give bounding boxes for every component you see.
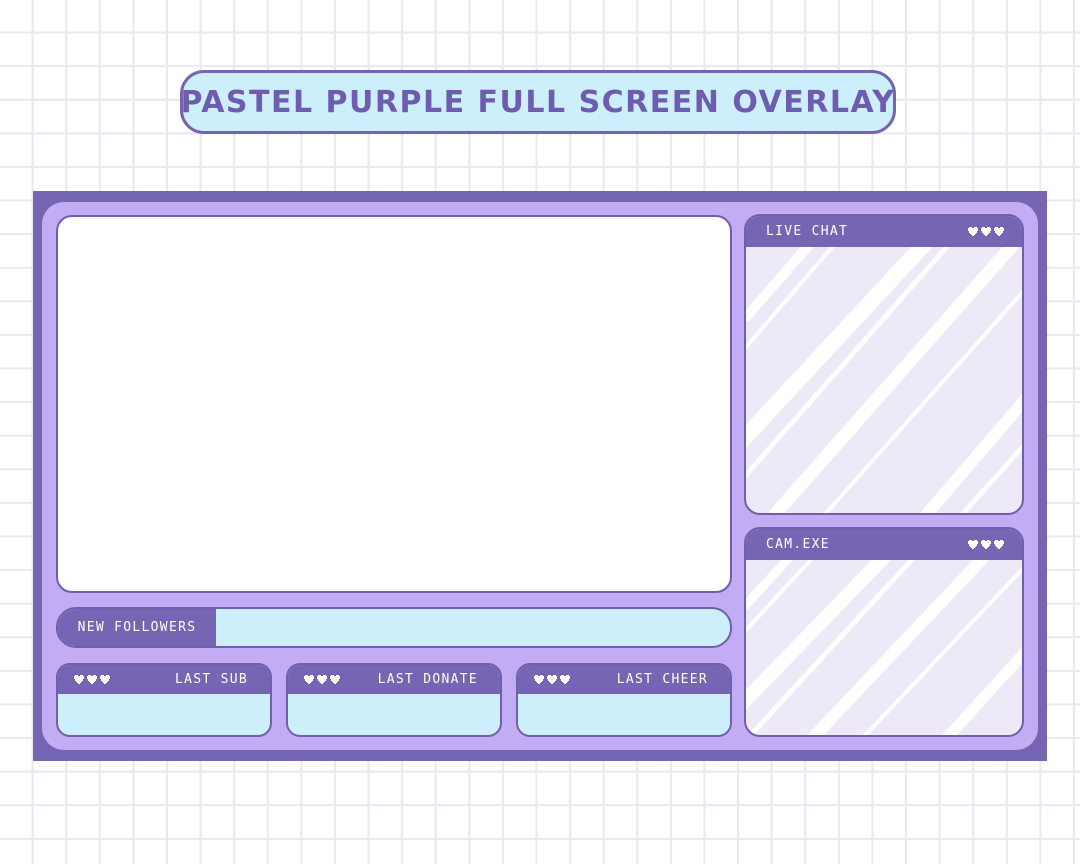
cam-area (746, 560, 1022, 735)
live-chat-label: LIVE CHAT (766, 224, 849, 239)
new-followers-label: NEW FOLLOWERS (77, 620, 197, 635)
hearts-icon (968, 227, 1004, 236)
glass-shine (746, 560, 1022, 735)
hearts-icon (968, 540, 1004, 549)
last-sub-box: LAST SUB (56, 663, 272, 737)
new-followers-tab: NEW FOLLOWERS (58, 609, 216, 646)
last-cheer-header: LAST CHEER (518, 665, 730, 694)
glass-shine (746, 247, 1022, 513)
title-banner: PASTEL PURPLE FULL SCREEN OVERLAY (180, 70, 896, 134)
live-chat-panel: LIVE CHAT (744, 214, 1024, 515)
last-cheer-label: LAST CHEER (616, 672, 708, 687)
last-donate-header: LAST DONATE (288, 665, 500, 694)
page-title: PASTEL PURPLE FULL SCREEN OVERLAY (180, 84, 896, 120)
hearts-icon (304, 675, 340, 684)
cam-panel: CAM.EXE (744, 527, 1024, 737)
game-screen-area (56, 215, 732, 593)
live-chat-area (746, 247, 1022, 513)
last-cheer-box: LAST CHEER (516, 663, 732, 737)
new-followers-bar: NEW FOLLOWERS (56, 607, 732, 648)
hearts-icon (74, 675, 110, 684)
last-donate-box: LAST DONATE (286, 663, 502, 737)
cam-label: CAM.EXE (766, 537, 830, 552)
hearts-icon (534, 675, 570, 684)
live-chat-header: LIVE CHAT (746, 216, 1022, 247)
last-sub-header: LAST SUB (58, 665, 270, 694)
last-sub-label: LAST SUB (174, 672, 248, 687)
cam-header: CAM.EXE (746, 529, 1022, 560)
last-donate-label: LAST DONATE (377, 672, 478, 687)
